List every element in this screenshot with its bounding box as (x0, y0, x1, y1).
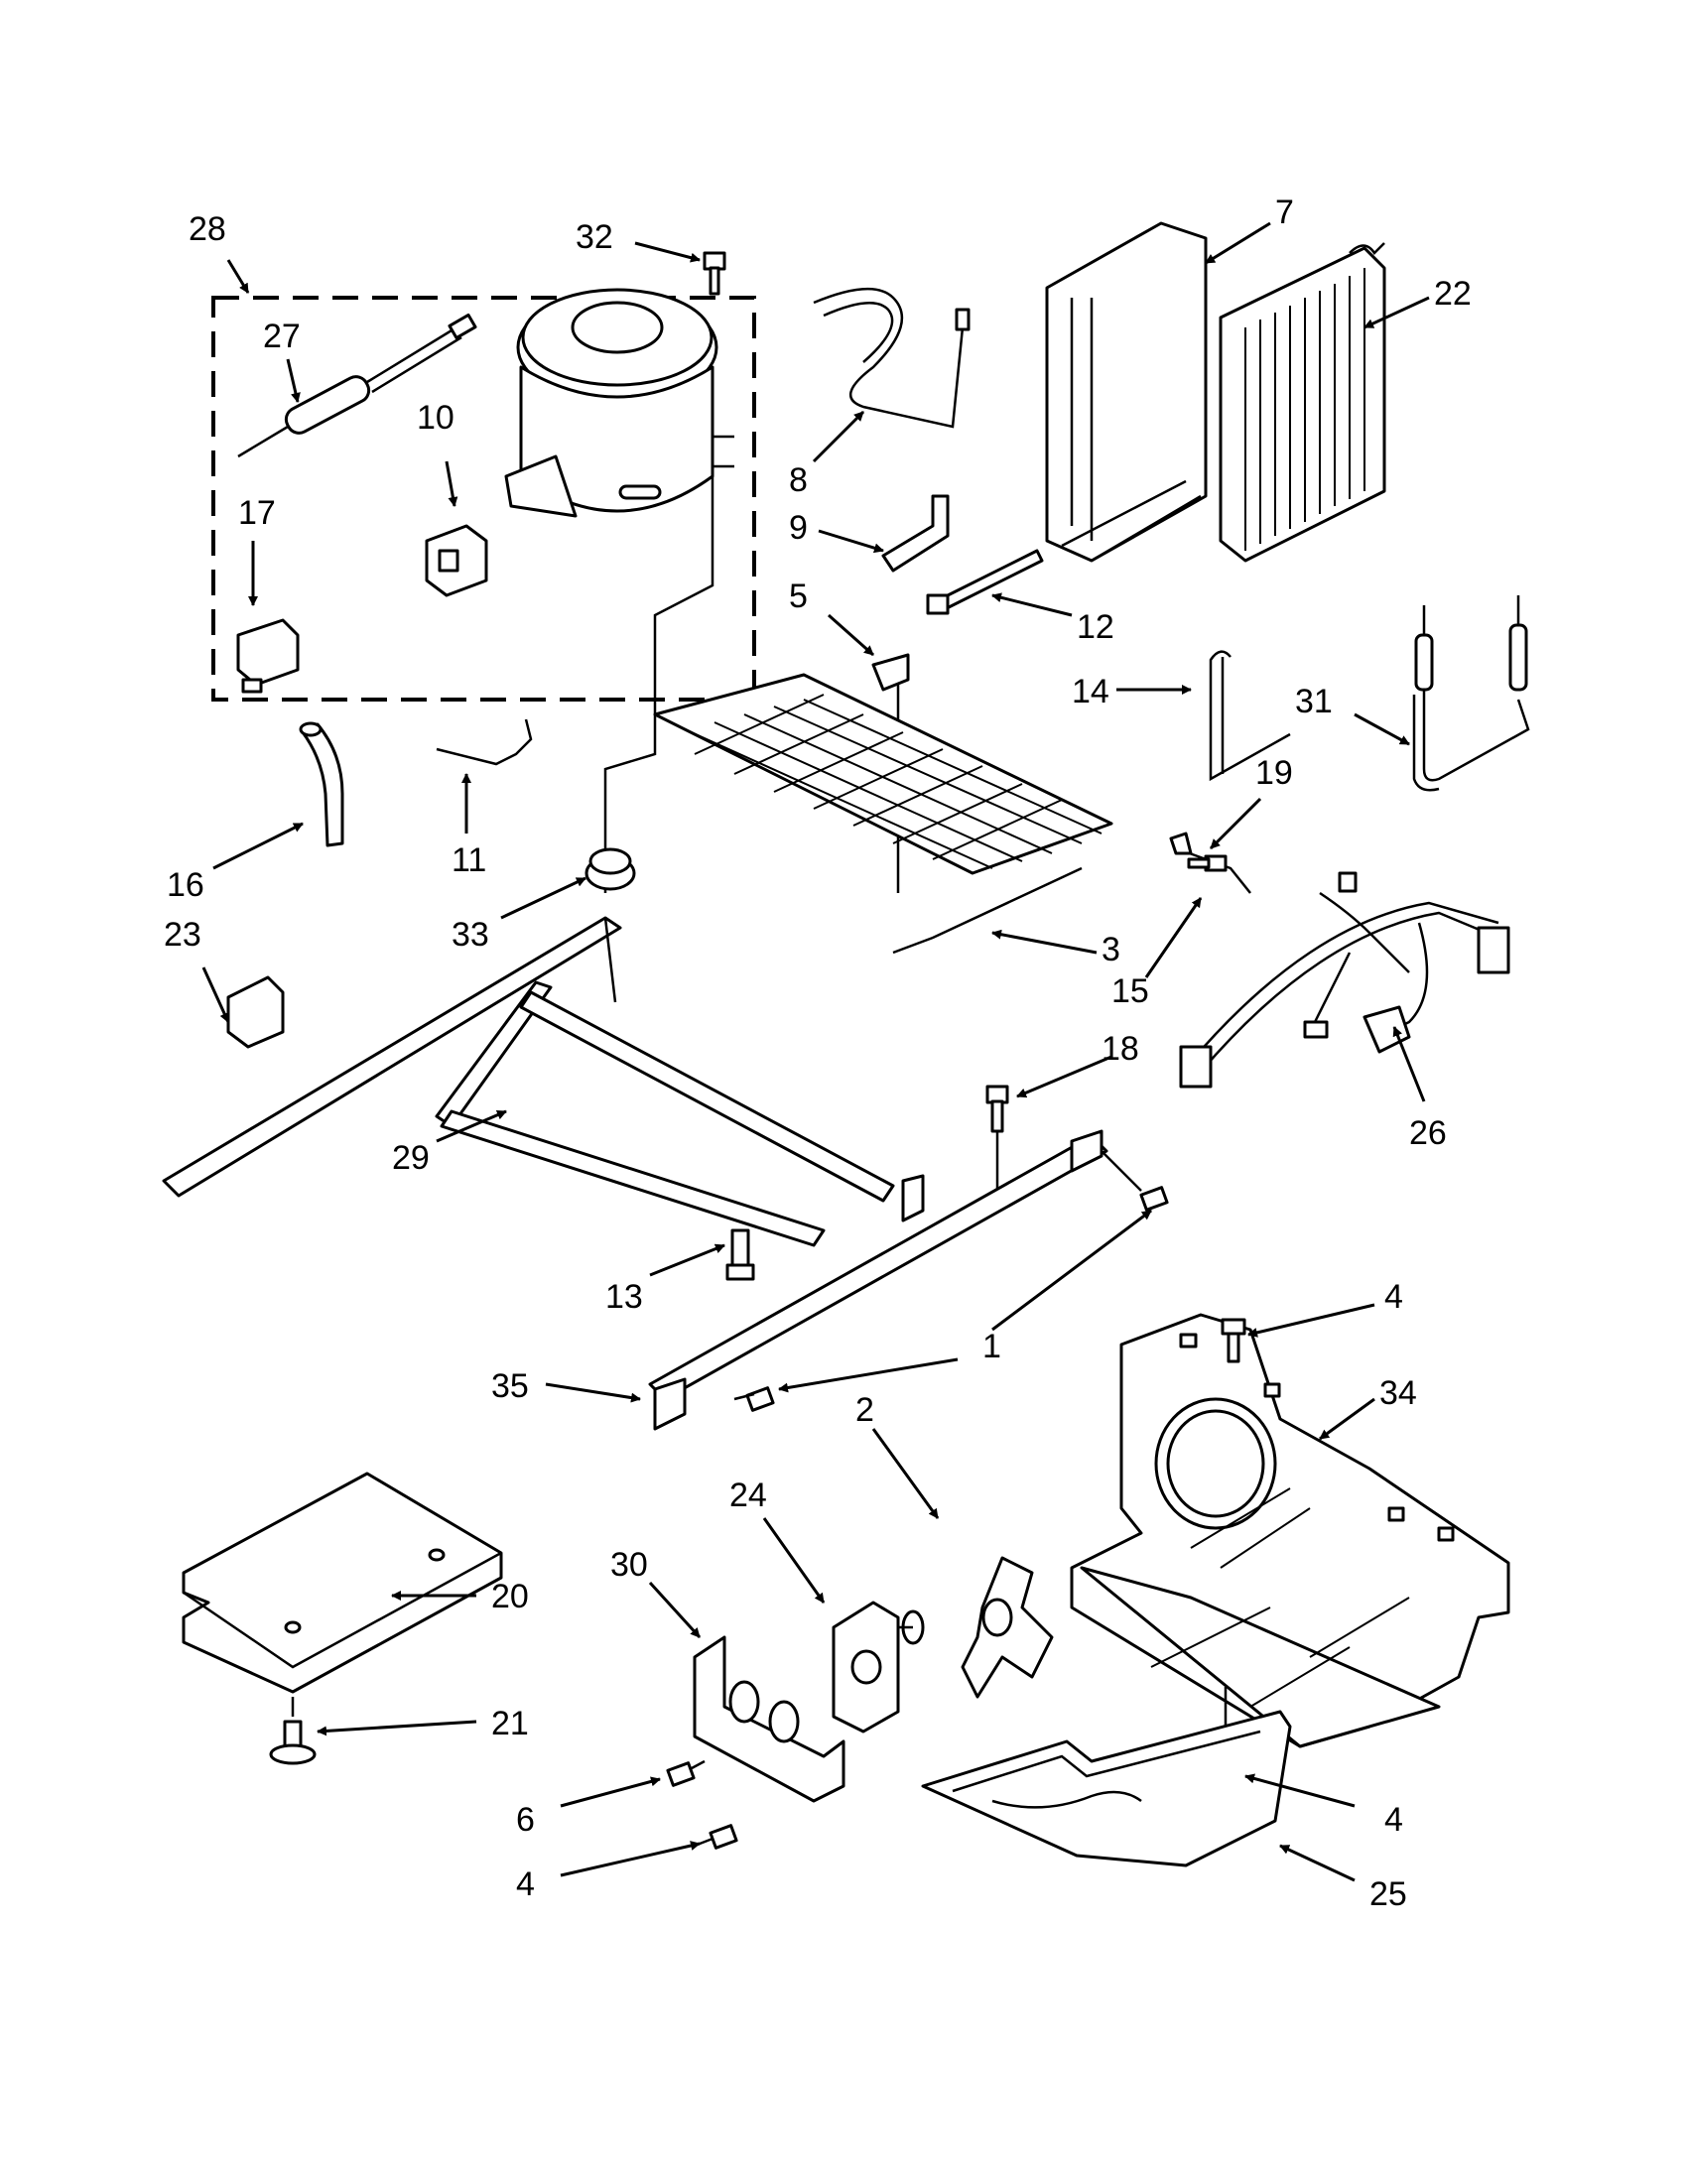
compressor-kit-boundary (211, 296, 756, 702)
wire-part-11[interactable] (436, 718, 533, 766)
callout-8: 8 (789, 461, 808, 499)
tube-part-14[interactable] (1209, 650, 1291, 782)
callout-15: 15 (1111, 972, 1149, 1010)
wire-harness-part-26[interactable] (1179, 871, 1510, 1089)
callout-24: 24 (729, 1477, 767, 1514)
callout-28: 28 (189, 210, 226, 248)
start-relay-part-10[interactable] (425, 524, 488, 597)
drier-part-31[interactable] (1412, 595, 1530, 792)
screw-part-1[interactable] (1101, 1150, 1169, 1212)
callout-18: 18 (1102, 1030, 1139, 1068)
callout-22: 22 (1434, 275, 1472, 313)
screw-part-18[interactable] (985, 1085, 1009, 1191)
callout-13: 13 (605, 1278, 643, 1316)
callout-4-top: 4 (1384, 1278, 1403, 1316)
callout-34: 34 (1379, 1374, 1417, 1412)
callout-9: 9 (789, 509, 808, 547)
overload-part-27[interactable] (237, 313, 477, 458)
cable-tie-part-12[interactable] (926, 549, 1044, 615)
fan-shroud-part-34[interactable] (1070, 1313, 1510, 1748)
callout-11: 11 (452, 841, 486, 879)
fan-blade-part-2[interactable] (961, 1556, 1054, 1699)
callout-1: 1 (982, 1328, 1001, 1365)
clamp-part-23[interactable] (226, 975, 285, 1049)
screw-part-35[interactable] (733, 1386, 775, 1412)
screw-part-13[interactable] (725, 1228, 755, 1281)
callout-6: 6 (516, 1801, 535, 1839)
callout-20: 20 (491, 1578, 529, 1615)
access-cover-part-20[interactable] (182, 1472, 503, 1694)
callout-21: 21 (491, 1705, 529, 1742)
callout-7: 7 (1275, 193, 1294, 231)
screw-part-19[interactable] (1187, 854, 1228, 872)
crossbar-part-1[interactable] (648, 1129, 1108, 1431)
tube-part-9[interactable] (881, 494, 950, 573)
screw-part-6[interactable] (666, 1759, 706, 1787)
rail-part-29[interactable] (162, 916, 895, 1247)
callout-32: 32 (576, 218, 613, 256)
callout-12: 12 (1077, 608, 1114, 646)
callout-14: 14 (1072, 673, 1109, 710)
leader-arrows (201, 221, 1430, 1882)
callout-33: 33 (452, 916, 489, 954)
callout-26: 26 (1409, 1114, 1447, 1152)
capacitor-part-17[interactable] (236, 618, 300, 694)
leveler-part-21[interactable] (269, 1697, 317, 1765)
evaporator-part-3[interactable] (653, 673, 1113, 955)
callout-4-bottom-right: 4 (1384, 1801, 1403, 1839)
callout-23: 23 (164, 916, 201, 954)
callout-29: 29 (392, 1139, 430, 1177)
fan-motor-part-24[interactable] (832, 1601, 925, 1734)
callout-27: 27 (263, 318, 301, 355)
screw-part-32[interactable] (703, 251, 726, 296)
hose-part-16[interactable] (299, 721, 344, 847)
compressor[interactable] (504, 288, 734, 518)
drain-tray-part-7[interactable] (1045, 221, 1208, 563)
callout-4-bottom-left: 4 (516, 1865, 535, 1903)
callout-35: 35 (491, 1367, 529, 1405)
screw-part-4-top[interactable] (1221, 1318, 1246, 1363)
callout-17: 17 (238, 494, 276, 532)
grommet-part-33[interactable] (584, 847, 636, 891)
callout-2: 2 (855, 1391, 874, 1429)
callout-19: 19 (1255, 754, 1293, 792)
callout-30: 30 (610, 1546, 648, 1584)
callout-10: 10 (417, 399, 454, 437)
callout-25: 25 (1369, 1875, 1407, 1913)
bracket-part-15[interactable] (1169, 832, 1251, 894)
tube-part-8[interactable] (813, 287, 971, 429)
motor-bracket-part-30[interactable] (693, 1635, 845, 1803)
condenser-part-22[interactable] (1219, 242, 1386, 563)
callout-5: 5 (789, 578, 808, 615)
screw-part-4-bottom-left[interactable] (694, 1824, 738, 1850)
drain-pan-part-25[interactable] (921, 1710, 1292, 1867)
callout-31: 31 (1295, 683, 1333, 720)
callout-16: 16 (167, 866, 204, 904)
callout-3: 3 (1102, 931, 1120, 968)
